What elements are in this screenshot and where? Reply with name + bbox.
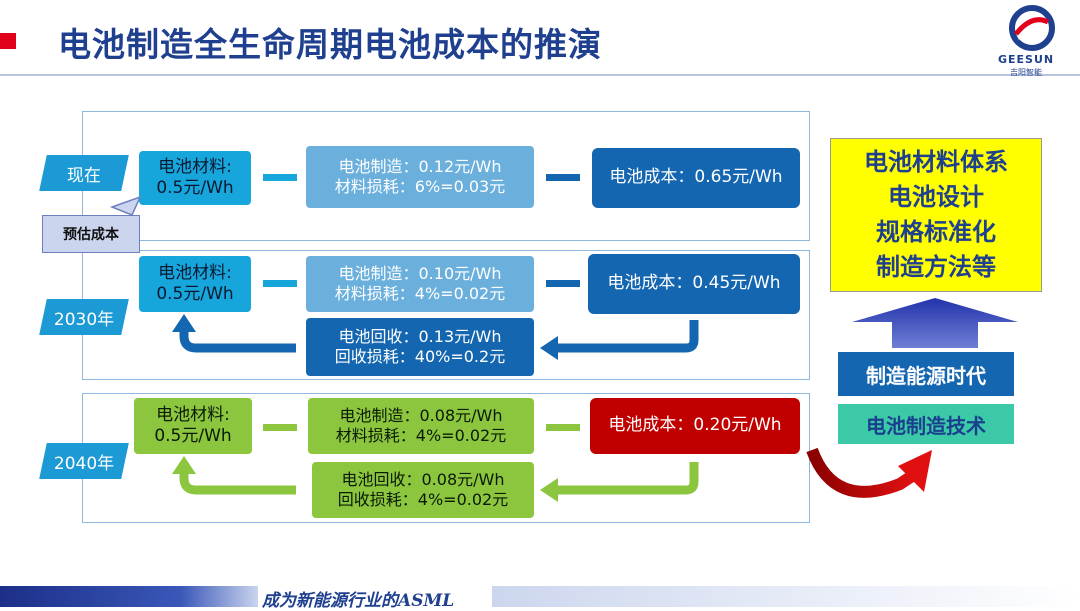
material-box-now: 电池材料:0.5元/Wh [139,151,251,205]
estimate-tag: 预估成本 [42,215,140,253]
tech-label: 电池制造技术 [838,404,1014,444]
connector-dash [546,280,580,287]
title-divider [0,74,1080,76]
year-label-now: 现在 [39,155,129,191]
connector-dash [263,174,297,181]
footer-bar-left [0,586,258,607]
logo-cn: 吉阳智能 [1010,68,1042,77]
title-marker [0,33,16,49]
page-title: 电池制造全生命周期电池成本的推演 [58,25,602,64]
cost-box-now: 电池成本：0.65元/Wh [592,148,800,208]
material-box-2030: 电池材料:0.5元/Wh [139,256,251,312]
arrow-up-icon [852,298,1018,348]
geesun-logo-icon [1009,5,1055,51]
arrow-up-left-icon [172,314,296,353]
material-box-2040: 电池材料:0.5元/Wh [134,398,252,454]
arrow-up-left-icon [172,456,296,495]
arrow-left-icon [540,320,699,360]
year-label-2030: 2030年 [39,299,129,335]
curved-arrow-icon [806,447,932,498]
cost-box-2030: 电池成本：0.45元/Wh [588,254,800,314]
cost-box-2040: 电池成本：0.20元/Wh [590,398,800,454]
footer-bar-right [492,586,1080,607]
arrow-left-icon [540,462,699,502]
connector-dash [546,174,580,181]
footer-slogan: 成为新能源行业的ASML [262,591,455,611]
drivers-box: 电池材料体系 电池设计 规格标准化 制造方法等 [830,138,1042,292]
connector-dash [546,424,580,431]
year-label-2040: 2040年 [39,443,129,479]
connector-dash [263,280,297,287]
connector-dash [263,424,297,431]
era-label: 制造能源时代 [838,352,1014,396]
callout-pointer [109,195,142,216]
logo-name: GEESUN [998,53,1055,66]
